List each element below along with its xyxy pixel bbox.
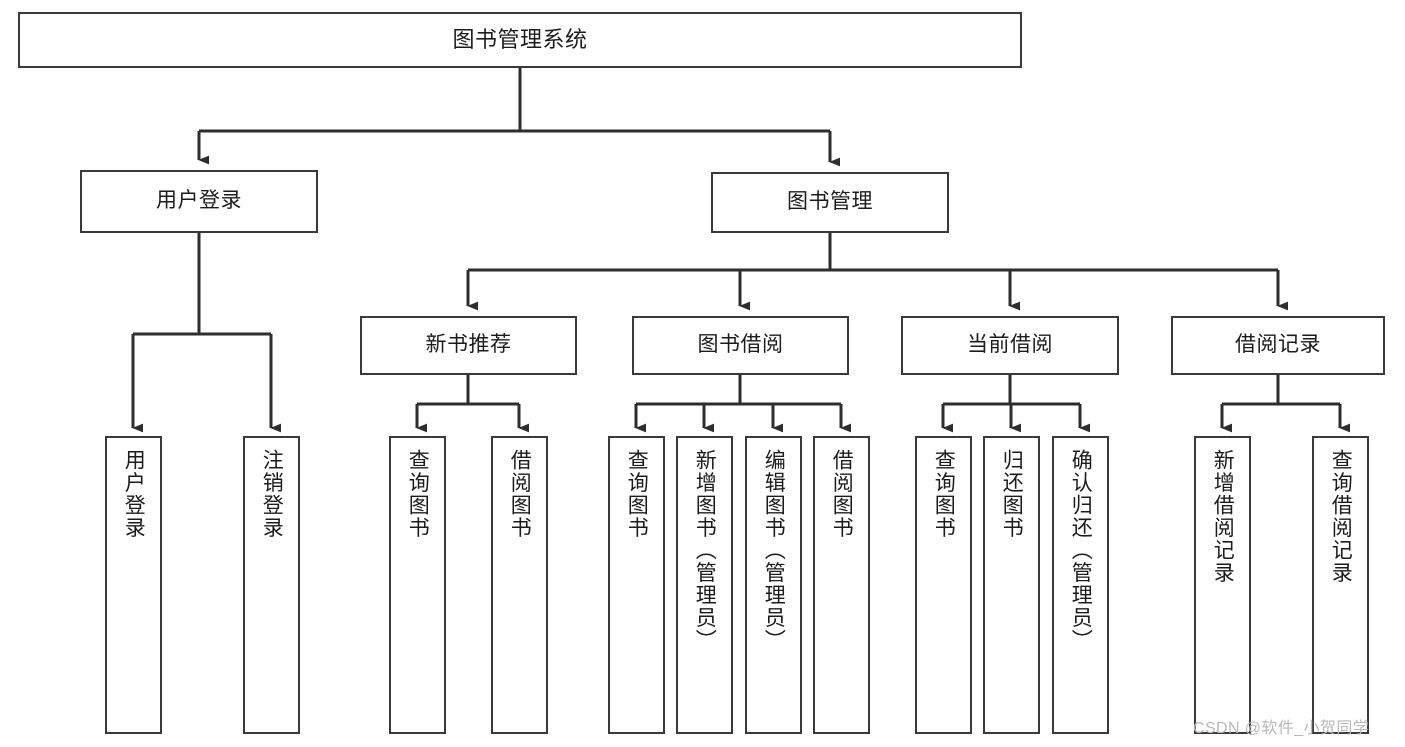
leaf-query-book-current[interactable]: 查询图书 — [915, 436, 972, 734]
leaf-edit-book-admin[interactable]: 编辑图书（管理员） — [745, 436, 802, 734]
node-label: 借阅图书 — [508, 449, 532, 539]
node-label: 查询借阅记录 — [1329, 449, 1353, 584]
node-label: 注销登录 — [260, 449, 284, 539]
leaf-return-book[interactable]: 归还图书 — [983, 436, 1040, 734]
node-label: 新增图书（管理员） — [693, 449, 717, 652]
node-label: 查询图书 — [932, 449, 956, 539]
node-label: 借阅记录 — [1235, 333, 1321, 357]
node-label: 图书管理 — [787, 190, 873, 214]
leaf-add-borrow-record[interactable]: 新增借阅记录 — [1194, 436, 1251, 734]
leaf-query-borrow-record[interactable]: 查询借阅记录 — [1312, 436, 1369, 734]
node-label: 编辑图书（管理员） — [762, 449, 786, 652]
node-label: 新增借阅记录 — [1211, 449, 1235, 584]
leaf-confirm-return-admin[interactable]: 确认归还（管理员） — [1052, 436, 1109, 734]
node-book-management[interactable]: 图书管理 — [711, 172, 949, 233]
node-label: 归还图书 — [1000, 449, 1024, 539]
node-label: 借阅图书 — [830, 449, 854, 539]
leaf-logout[interactable]: 注销登录 — [243, 436, 300, 734]
node-book-borrowing[interactable]: 图书借阅 — [632, 316, 849, 375]
node-label: 用户登录 — [156, 189, 242, 213]
node-label: 查询图书 — [625, 449, 649, 539]
node-label: 查询图书 — [406, 449, 430, 539]
node-new-book-recommendation[interactable]: 新书推荐 — [360, 316, 577, 375]
leaf-add-book-admin[interactable]: 新增图书（管理员） — [676, 436, 733, 734]
leaf-borrow-book-borrowing[interactable]: 借阅图书 — [813, 436, 870, 734]
node-borrow-records[interactable]: 借阅记录 — [1171, 316, 1385, 375]
node-label: 图书管理系统 — [452, 27, 588, 53]
leaf-borrow-book-newbook[interactable]: 借阅图书 — [491, 436, 548, 734]
leaf-query-book-borrowing[interactable]: 查询图书 — [608, 436, 665, 734]
watermark-csdn: CSDN @软件_小贺同学 — [1193, 720, 1370, 737]
node-label: 图书借阅 — [697, 333, 784, 357]
node-root-book-management-system[interactable]: 图书管理系统 — [18, 12, 1022, 68]
node-label: 当前借阅 — [967, 333, 1053, 357]
node-current-borrowing[interactable]: 当前借阅 — [901, 316, 1119, 375]
leaf-query-book-newbook[interactable]: 查询图书 — [389, 436, 446, 734]
node-user-login[interactable]: 用户登录 — [80, 170, 318, 233]
leaf-user-login[interactable]: 用户登录 — [105, 436, 162, 734]
node-label: 确认归还（管理员） — [1069, 449, 1093, 652]
node-label: 新书推荐 — [425, 333, 512, 357]
node-label: 用户登录 — [122, 449, 146, 539]
